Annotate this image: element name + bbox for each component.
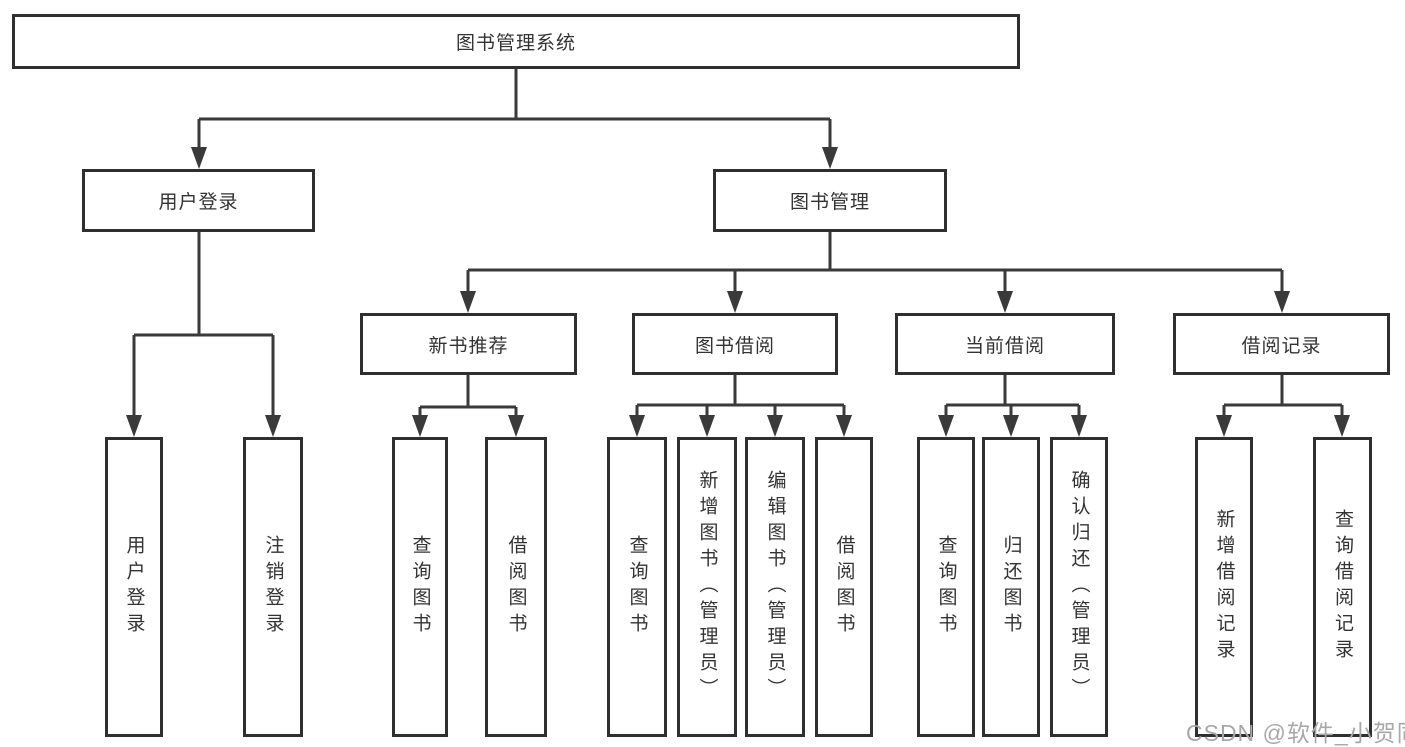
leaf-edit-books-admin: 编辑图书（管理员） xyxy=(745,437,805,737)
arrowhead xyxy=(629,415,645,437)
arrowhead xyxy=(412,415,428,437)
arrowhead xyxy=(1003,415,1019,437)
node-borrowing-records: 借阅记录 xyxy=(1173,313,1390,375)
arrowhead xyxy=(1334,415,1350,437)
edges-root xyxy=(191,69,838,169)
edges-current-borrow xyxy=(938,375,1087,437)
node-new-book-recommend: 新书推荐 xyxy=(360,313,577,375)
node-book-management: 图书管理 xyxy=(713,169,947,232)
arrowhead xyxy=(699,415,715,437)
leaf-return-books: 归还图书 xyxy=(982,437,1040,737)
arrowhead xyxy=(836,415,852,437)
leaf-add-books-admin: 新增图书（管理员） xyxy=(677,437,737,737)
leaf-confirm-return-admin: 确认归还（管理员） xyxy=(1050,437,1108,737)
arrowhead xyxy=(1216,415,1232,437)
node-book-borrowing: 图书借阅 xyxy=(632,313,838,375)
edges-new-book-rec xyxy=(412,375,524,437)
arrowhead xyxy=(1274,291,1290,313)
arrowhead xyxy=(938,415,954,437)
leaf-query-books: 查询图书 xyxy=(607,437,667,737)
arrowhead xyxy=(265,415,281,437)
node-user-login: 用户登录 xyxy=(82,169,315,232)
node-library-system: 图书管理系统 xyxy=(12,14,1020,69)
csdn-watermark: CSDN @软件_小贺同学 xyxy=(1186,720,1405,746)
leaf-add-borrow-record: 新增借阅记录 xyxy=(1195,437,1253,737)
leaf-query-books: 查询图书 xyxy=(917,437,975,737)
leaf-borrow-books: 借阅图书 xyxy=(815,437,873,737)
arrowhead xyxy=(191,147,207,169)
leaf-user-login: 用户登录 xyxy=(105,437,163,737)
arrowhead xyxy=(997,291,1013,313)
arrowhead xyxy=(727,291,743,313)
arrowhead xyxy=(508,415,524,437)
edges-borrow-records xyxy=(1216,375,1350,437)
edges-book-mgmt xyxy=(460,232,1290,313)
edges-user-login xyxy=(126,232,281,437)
edges-book-borrow xyxy=(629,375,852,437)
leaf-borrow-books: 借阅图书 xyxy=(485,437,547,737)
leaf-query-borrow-record: 查询借阅记录 xyxy=(1313,437,1372,737)
arrowhead xyxy=(822,147,838,169)
leaf-logout: 注销登录 xyxy=(243,437,303,737)
arrowhead xyxy=(126,415,142,437)
arrowhead xyxy=(460,291,476,313)
arrowhead xyxy=(1071,415,1087,437)
node-current-borrowing: 当前借阅 xyxy=(895,313,1115,375)
leaf-query-books: 查询图书 xyxy=(392,437,448,737)
arrowhead xyxy=(767,415,783,437)
